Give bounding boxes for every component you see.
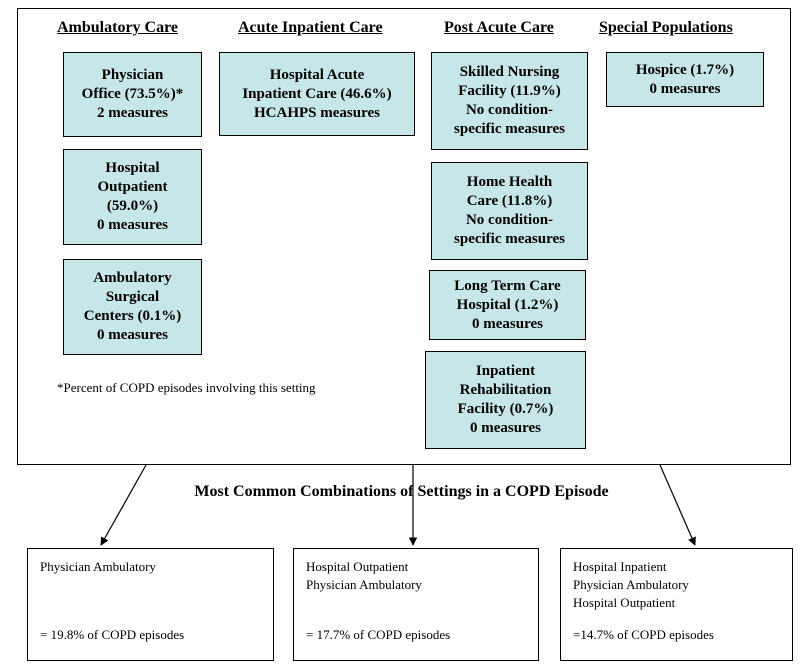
header-acute-inpatient-care: Acute Inpatient Care <box>238 19 383 36</box>
box-line: Hospital Acute <box>269 66 365 83</box>
combination-percent: =14.7% of COPD episodes <box>573 627 714 642</box>
box-line: specific measures <box>454 231 565 247</box>
arrow-right <box>659 464 696 546</box>
combination-box-1: Physician Ambulatory = 19.8% of COPD epi… <box>27 548 274 661</box>
box-line: Hospital <box>105 160 160 176</box>
box-line: Surgical <box>105 289 160 305</box>
box-hospice: Hospice (1.7%) 0 measures <box>606 52 764 107</box>
box-line: No condition- <box>465 102 554 118</box>
header-post-acute-care: Post Acute Care <box>444 19 554 36</box>
box-long-term-care-hospital: Long Term Care Hospital (1.2%) 0 measure… <box>429 270 586 340</box>
box-hospital-acute-inpatient: Hospital Acute Inpatient Care (46.6%) HC… <box>219 52 415 136</box>
box-inpatient-rehabilitation-facility: Inpatient Rehabilitation Facility (0.7%)… <box>425 351 586 449</box>
box-line: 0 measures <box>97 327 168 343</box>
box-line: 0 measures <box>97 217 168 233</box>
box-hospital-outpatient: Hospital Outpatient (59.0%) 0 measures <box>63 149 202 245</box>
box-line: Rehabilitation <box>459 382 552 398</box>
box-line: Inpatient Care (46.6%) <box>242 85 392 102</box>
box-line: Outpatient <box>97 179 168 195</box>
settings-panel <box>17 8 791 465</box>
box-line: Inpatient <box>475 363 536 379</box>
box-line: Facility (0.7%) <box>457 401 554 417</box>
combination-percent: = 17.7% of COPD episodes <box>306 627 451 642</box>
combination-setting: Physician Ambulatory <box>40 559 156 574</box>
box-line: Long Term Care <box>454 277 561 294</box>
combination-setting: Hospital Outpatient <box>306 559 409 574</box>
footnote: *Percent of COPD episodes involving this… <box>57 380 316 395</box>
box-line: specific measures <box>454 121 565 137</box>
box-ambulatory-surgical-centers: Ambulatory Surgical Centers (0.1%) 0 mea… <box>63 259 202 355</box>
box-line: 0 measures <box>649 80 721 97</box>
combination-setting: Physician Ambulatory <box>573 577 689 592</box>
combination-percent: = 19.8% of COPD episodes <box>40 627 185 642</box>
box-skilled-nursing-facility: Skilled Nursing Facility (11.9%) No cond… <box>431 52 588 150</box>
box-line: (59.0%) <box>106 198 159 214</box>
header-special-populations: Special Populations <box>599 19 733 36</box>
box-line: 0 measures <box>470 420 541 436</box>
box-line: Centers (0.1%) <box>83 308 182 324</box>
combination-box-2: Hospital Outpatient Physician Ambulatory… <box>293 548 539 661</box>
combination-box-3: Hospital Inpatient Physician Ambulatory … <box>560 548 793 661</box>
box-line: HCAHPS measures <box>254 104 380 121</box>
box-line: Home Health <box>466 174 553 190</box>
box-line: 2 measures <box>97 105 168 121</box>
box-line: Ambulatory <box>93 270 172 286</box>
box-line: Hospice (1.7%) <box>635 61 735 78</box>
box-home-health-care: Home Health Care (11.8%) No condition- s… <box>431 162 588 260</box>
combination-setting: Hospital Outpatient <box>573 595 676 610</box>
combination-setting: Hospital Inpatient <box>573 559 667 574</box>
box-line: Physician <box>101 67 164 83</box>
box-line: Care (11.8%) <box>466 193 553 209</box>
arrow-left <box>100 464 147 546</box>
header-ambulatory-care: Ambulatory Care <box>57 19 179 36</box>
combination-setting: Physician Ambulatory <box>306 577 422 592</box>
box-line: Office (73.5%)* <box>81 86 184 102</box>
box-line: Hospital (1.2%) <box>456 296 559 313</box>
box-physician-office: Physician Office (73.5%)* 2 measures <box>63 52 202 137</box>
box-line: No condition- <box>465 212 554 228</box>
box-line: Facility (11.9%) <box>458 83 561 99</box>
combinations-title: Most Common Combinations of Settings in … <box>194 483 609 500</box>
box-line: Skilled Nursing <box>459 64 560 80</box>
box-line: 0 measures <box>472 315 543 332</box>
